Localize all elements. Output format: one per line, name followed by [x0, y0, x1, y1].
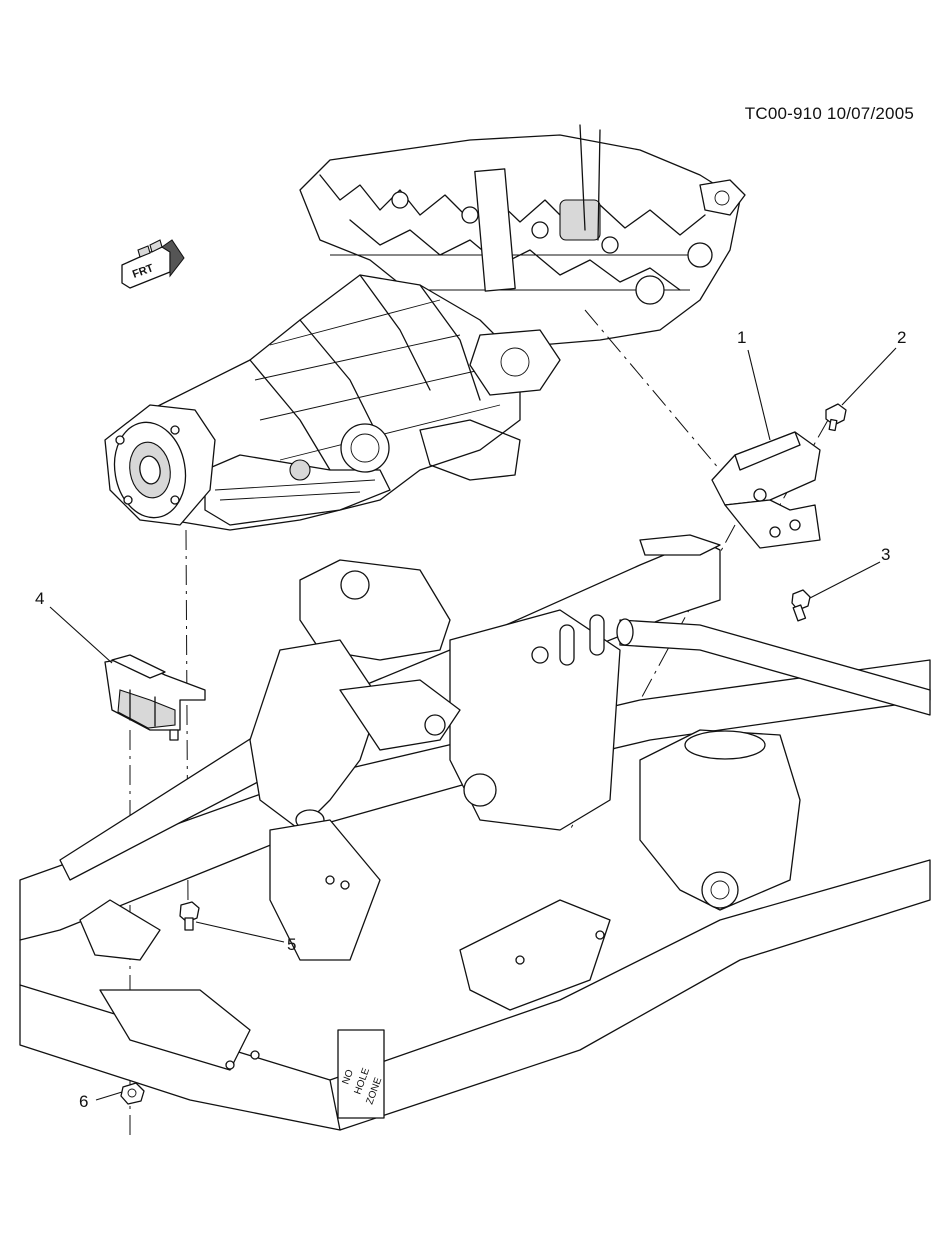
callout-3: 3: [881, 545, 891, 564]
front-arrow-icon: FRT: [121, 239, 185, 289]
callout-5: 5: [287, 935, 297, 954]
callout-1: 1: [737, 328, 747, 347]
transmission-mount: [104, 654, 206, 741]
callout-4: 4: [35, 589, 45, 608]
transmission-mount-bracket: [711, 431, 821, 549]
nut-part-6: [120, 1082, 145, 1105]
bolt-part-2: [825, 403, 847, 432]
callout-2: 2: [897, 328, 907, 347]
transmission-assembly: [104, 274, 561, 531]
bolt-part-3: [791, 589, 811, 622]
callout-6: 6: [79, 1092, 89, 1111]
diagram-reference-code: TC00-910 10/07/2005: [744, 104, 914, 123]
bolt-part-5: [179, 901, 200, 931]
callout-leaders: [49, 347, 897, 1101]
vehicle-frame: NO HOLE ZONE: [19, 534, 931, 1131]
no-hole-zone-line1: NO: [340, 1068, 356, 1086]
engine-assembly: [299, 124, 746, 346]
